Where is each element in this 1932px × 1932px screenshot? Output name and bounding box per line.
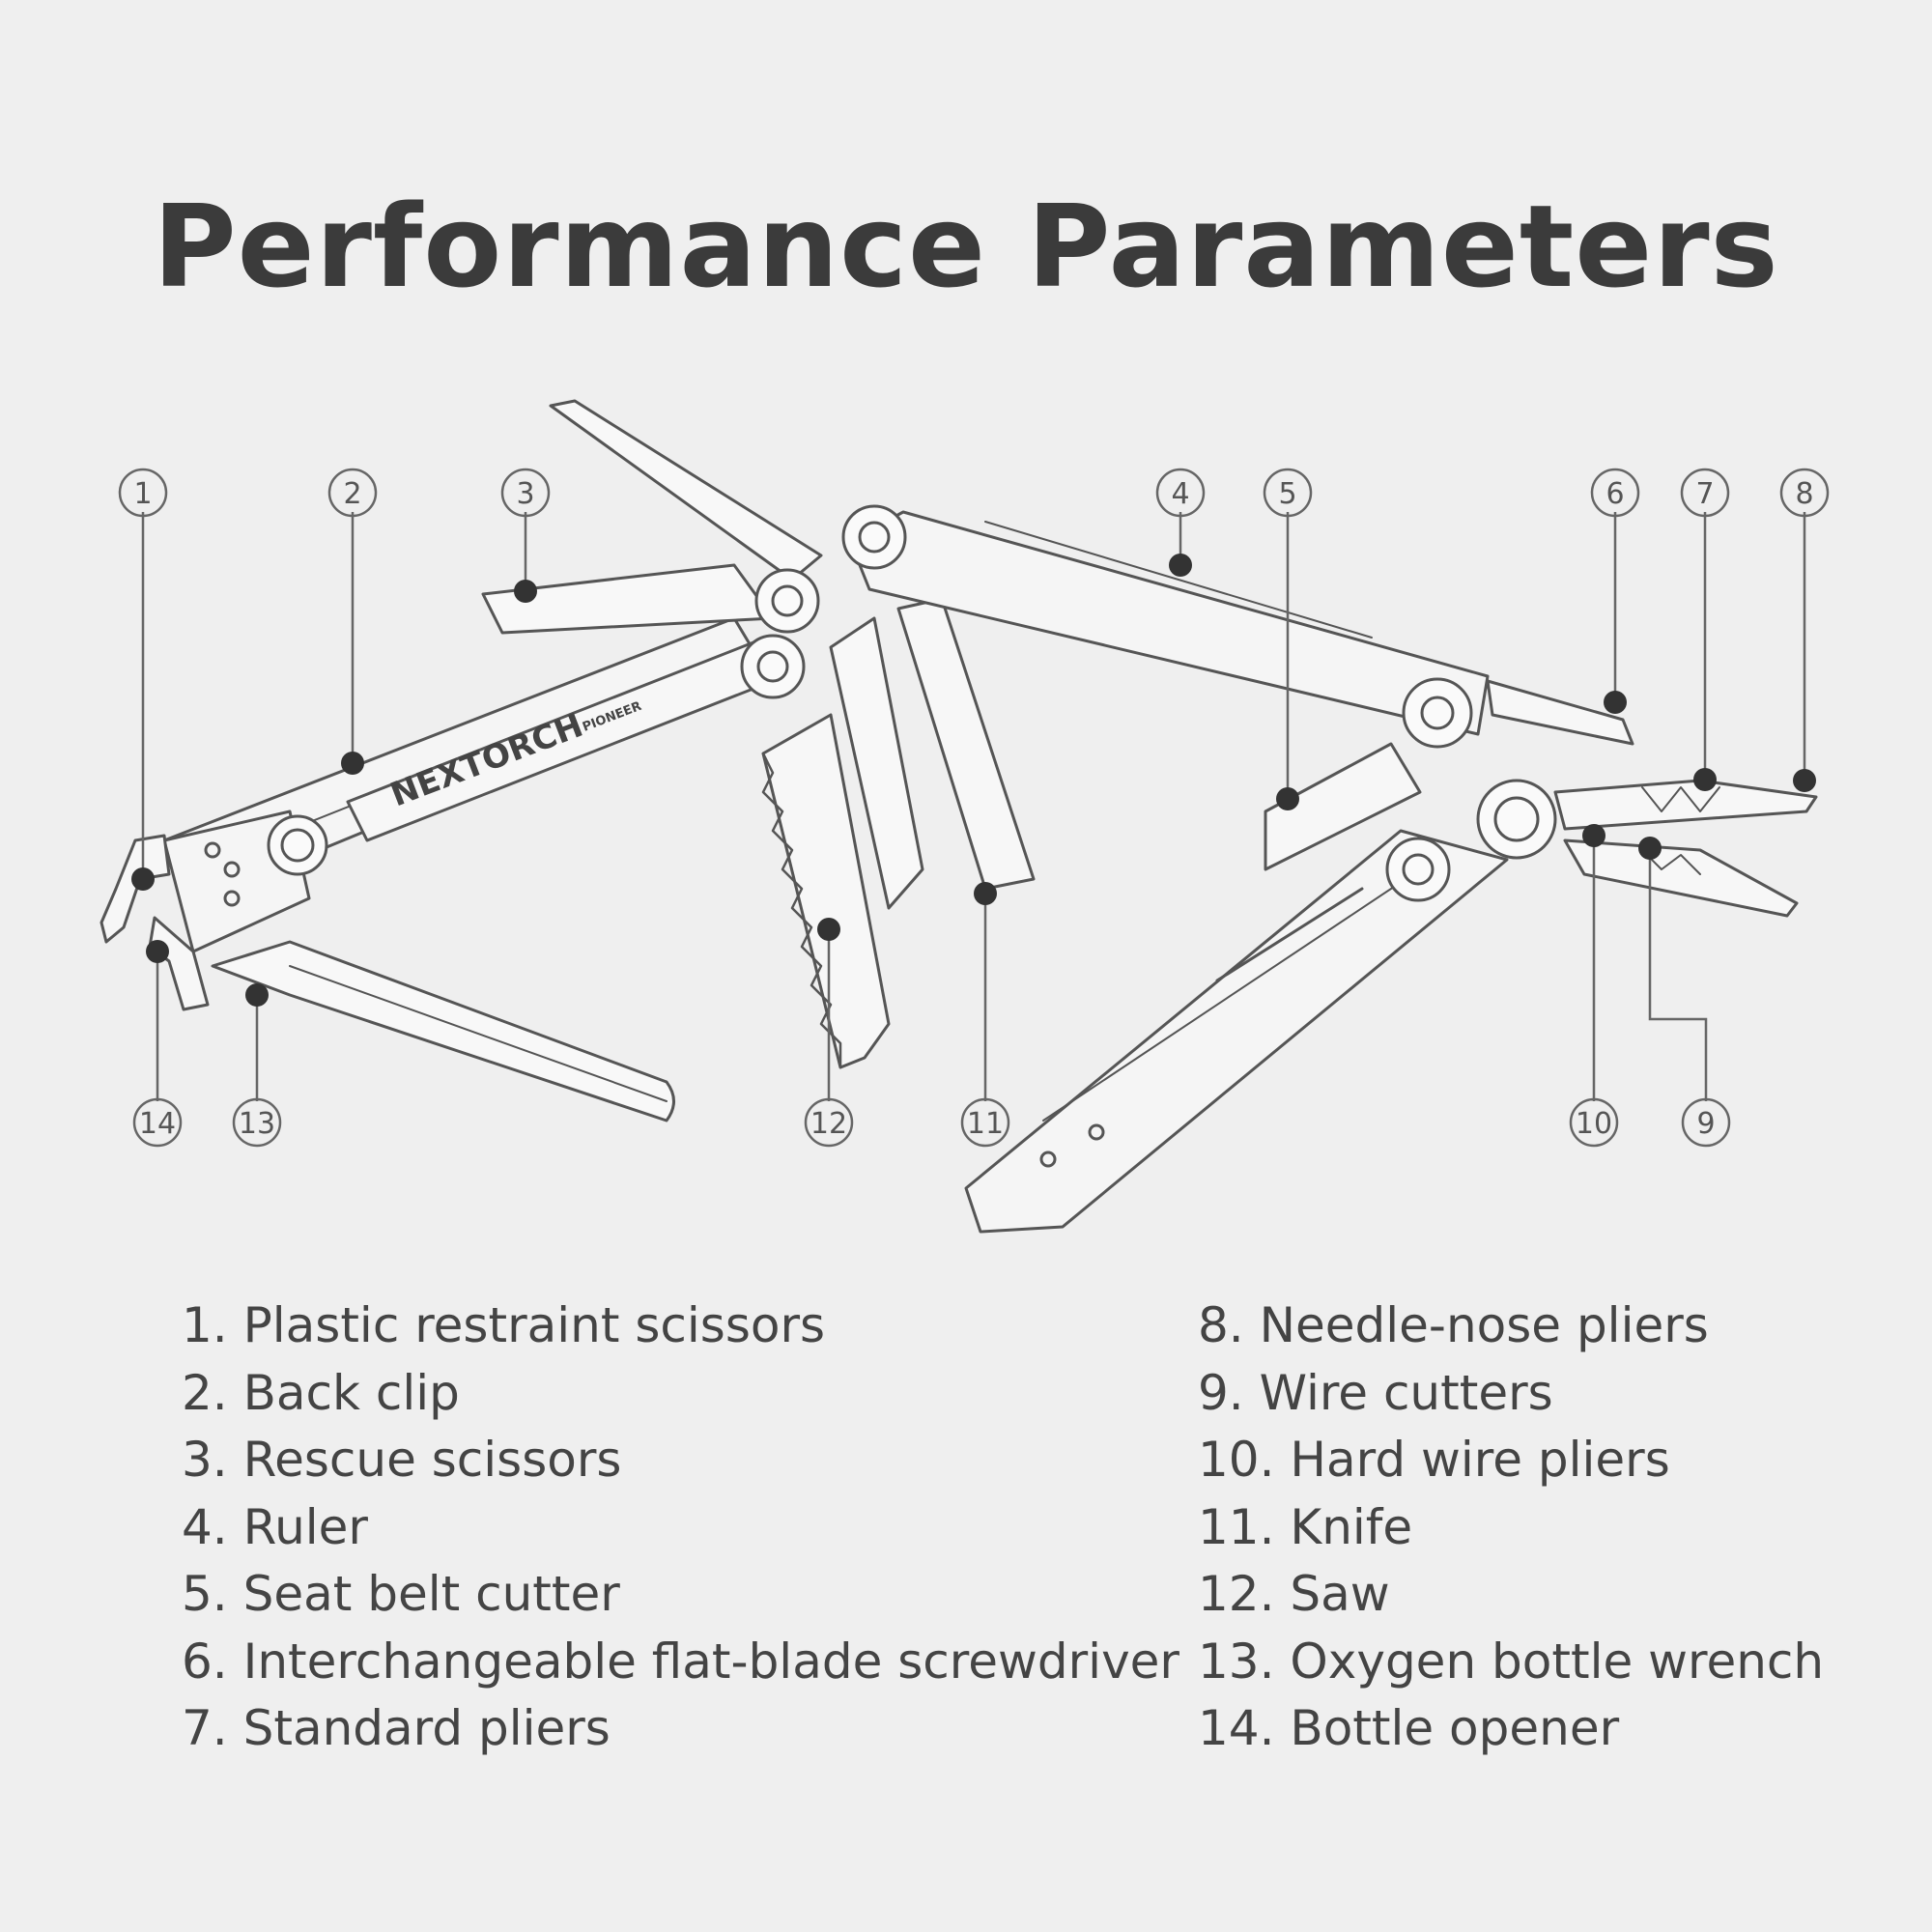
lower-pivot [1385,837,1451,902]
scissors-pivot [754,568,820,634]
callout-circle-3 [500,468,551,518]
callout-dot-7 [1693,768,1717,791]
legend-item: 9. Wire cutters [1198,1364,1553,1421]
legend-item: 1. Plastic restraint scissors [182,1297,826,1353]
callout-number-14: 14 [139,1107,176,1141]
callout-dot-8 [1793,769,1816,792]
callout-circle-1 [118,468,168,518]
restraint-scissors-hook [99,834,171,944]
callout-dot-4 [1169,554,1192,577]
callout-circle-10 [1569,1097,1619,1148]
legend-item: 8. Needle-nose pliers [1198,1297,1709,1353]
page-title: Performance Parameters [153,180,1779,313]
top-pivot [841,504,907,570]
callout-dot-12 [817,918,840,941]
rescue-scissors-blade-2 [549,399,823,582]
legend-left-column: 1. Plastic restraint scissors 2. Back cl… [182,1293,1179,1763]
legend-item: 10. Hard wire pliers [1198,1432,1670,1488]
callout-number-5: 5 [1278,477,1296,511]
needle-nose-jaw-lower [1563,838,1799,918]
legend-item: 3. Rescue scissors [182,1432,622,1488]
callout-number-3: 3 [516,477,534,511]
callout-dot-1 [131,867,155,891]
legend-item: 5. Seat belt cutter [182,1566,620,1622]
callout-circle-12 [804,1097,854,1148]
callout-number-11: 11 [967,1107,1004,1141]
callout-dot-11 [974,882,997,905]
legend-item: 13. Oxygen bottle wrench [1198,1633,1825,1690]
callout-number-1: 1 [133,477,152,511]
callout-number-7: 7 [1695,477,1714,511]
pliers-pivot-screw [1402,677,1473,749]
callout-dot-3 [514,580,537,603]
callout-dot-14 [146,940,169,963]
callout-number-4: 4 [1171,477,1189,511]
legend-item: 7. Standard pliers [182,1700,611,1756]
callout-number-6: 6 [1605,477,1624,511]
callout-circle-13 [232,1097,282,1148]
callout-circle-14 [132,1097,183,1148]
saw-blade [761,713,891,1069]
right-lower-handle [964,829,1509,1234]
legend-item: 2. Back clip [182,1364,460,1421]
callout-circle-6 [1590,468,1640,518]
legend-item: 14. Bottle opener [1198,1700,1620,1756]
legend-item: 6. Interchangeable flat-blade screwdrive… [182,1633,1179,1690]
needle-nose-jaw-upper [1553,779,1818,831]
callout-dot-9 [1638,837,1662,860]
callout-dot-5 [1276,787,1299,810]
legend-right-column: 8. Needle-nose pliers 9. Wire cutters 10… [1198,1293,1824,1763]
legend-item: 4. Ruler [182,1498,368,1555]
oxygen-wrench-handle [211,940,675,1122]
callout-number-12: 12 [810,1107,847,1141]
callout-circle-11 [960,1097,1010,1148]
callout-number-8: 8 [1795,477,1813,511]
knife-tool [829,616,924,910]
callout-number-10: 10 [1576,1107,1612,1141]
callout-circle-5 [1263,468,1313,518]
legend-item: 11. Knife [1198,1498,1413,1555]
pliers-hinge [1476,779,1557,860]
callout-circle-2 [327,468,378,518]
flat-screwdriver [1486,679,1634,746]
callout-number-2: 2 [343,477,361,511]
callout-dot-13 [245,983,269,1007]
left-pivot-screw [267,814,328,876]
callout-dot-2 [341,752,364,775]
callout-dot-6 [1604,691,1627,714]
callout-circle-4 [1155,468,1206,518]
callout-number-13: 13 [239,1107,275,1141]
callout-circle-9 [1681,1097,1731,1148]
legend-item: 12. Saw [1198,1566,1390,1622]
seat-belt-cutter [1264,742,1422,871]
callout-number-9: 9 [1696,1107,1715,1141]
handle-pivot [740,634,806,699]
callout-dot-10 [1582,824,1605,847]
callout-circle-7 [1680,468,1730,518]
callout-circle-8 [1779,468,1830,518]
